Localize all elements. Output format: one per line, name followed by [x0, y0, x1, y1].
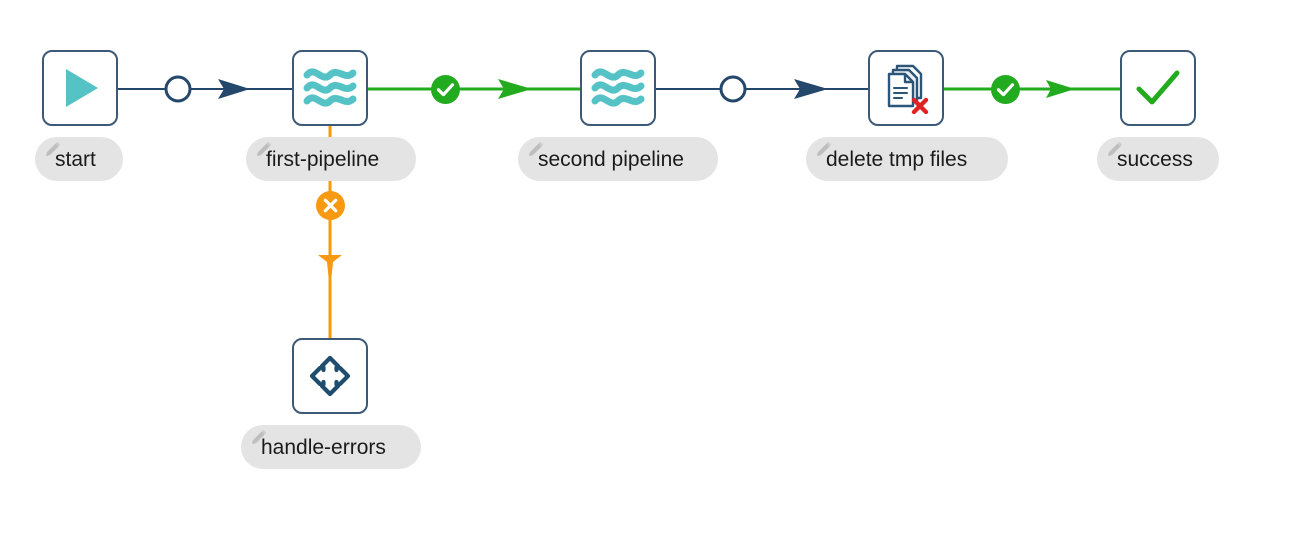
- pencil-edit-icon[interactable]: [250, 429, 267, 446]
- node-success[interactable]: [1120, 50, 1196, 126]
- edge-start-to-first-pipeline[interactable]: [118, 75, 292, 103]
- node-first-pipeline[interactable]: [292, 50, 368, 126]
- edge-first-pipeline-to-second-pipeline[interactable]: [368, 79, 580, 99]
- x-circle-icon: [316, 191, 345, 220]
- pipeline-waves-icon: [591, 68, 645, 107]
- pencil-edit-icon[interactable]: [44, 141, 61, 158]
- pencil-edit-icon[interactable]: [255, 141, 272, 158]
- node-label-text: first-pipeline: [266, 147, 380, 171]
- pencil-edit-icon[interactable]: [1106, 141, 1123, 158]
- edge-status-badge-success-2[interactable]: [991, 75, 1020, 109]
- pipeline-waves-icon: [303, 68, 357, 107]
- node-label-second-pipeline[interactable]: second pipeline: [518, 137, 718, 181]
- node-label-text: second pipeline: [538, 147, 684, 171]
- node-label-text: delete tmp files: [826, 147, 968, 171]
- node-label-handle-errors[interactable]: handle-errors: [241, 425, 421, 469]
- node-label-delete-tmp-files[interactable]: delete tmp files: [806, 137, 1008, 181]
- pencil-edit-icon[interactable]: [815, 141, 832, 158]
- check-circle-icon: [991, 75, 1020, 104]
- node-label-start[interactable]: start: [35, 137, 123, 181]
- play-triangle-icon: [66, 69, 98, 107]
- retry-arrows-icon: [309, 355, 351, 397]
- pencil-edit-icon[interactable]: [527, 141, 544, 158]
- check-circle-icon: [431, 75, 460, 104]
- check-mark-icon: [1136, 70, 1180, 105]
- node-label-success[interactable]: success: [1097, 137, 1219, 181]
- node-label-text: success: [1117, 147, 1193, 171]
- node-delete-tmp-files[interactable]: [868, 50, 944, 126]
- node-start[interactable]: [42, 50, 118, 126]
- node-label-text: handle-errors: [261, 435, 386, 459]
- edge-status-badge-error[interactable]: [316, 191, 345, 225]
- node-label-first-pipeline[interactable]: first-pipeline: [246, 137, 416, 181]
- edge-delete-tmp-files-to-success[interactable]: [944, 80, 1120, 98]
- node-second-pipeline[interactable]: [580, 50, 656, 126]
- edge-second-pipeline-to-delete-tmp-files[interactable]: [656, 75, 868, 103]
- edge-status-badge-success-1[interactable]: [431, 75, 460, 109]
- node-label-text: start: [55, 147, 96, 171]
- node-handle-errors[interactable]: [292, 338, 368, 414]
- delete-documents-icon: [887, 64, 929, 114]
